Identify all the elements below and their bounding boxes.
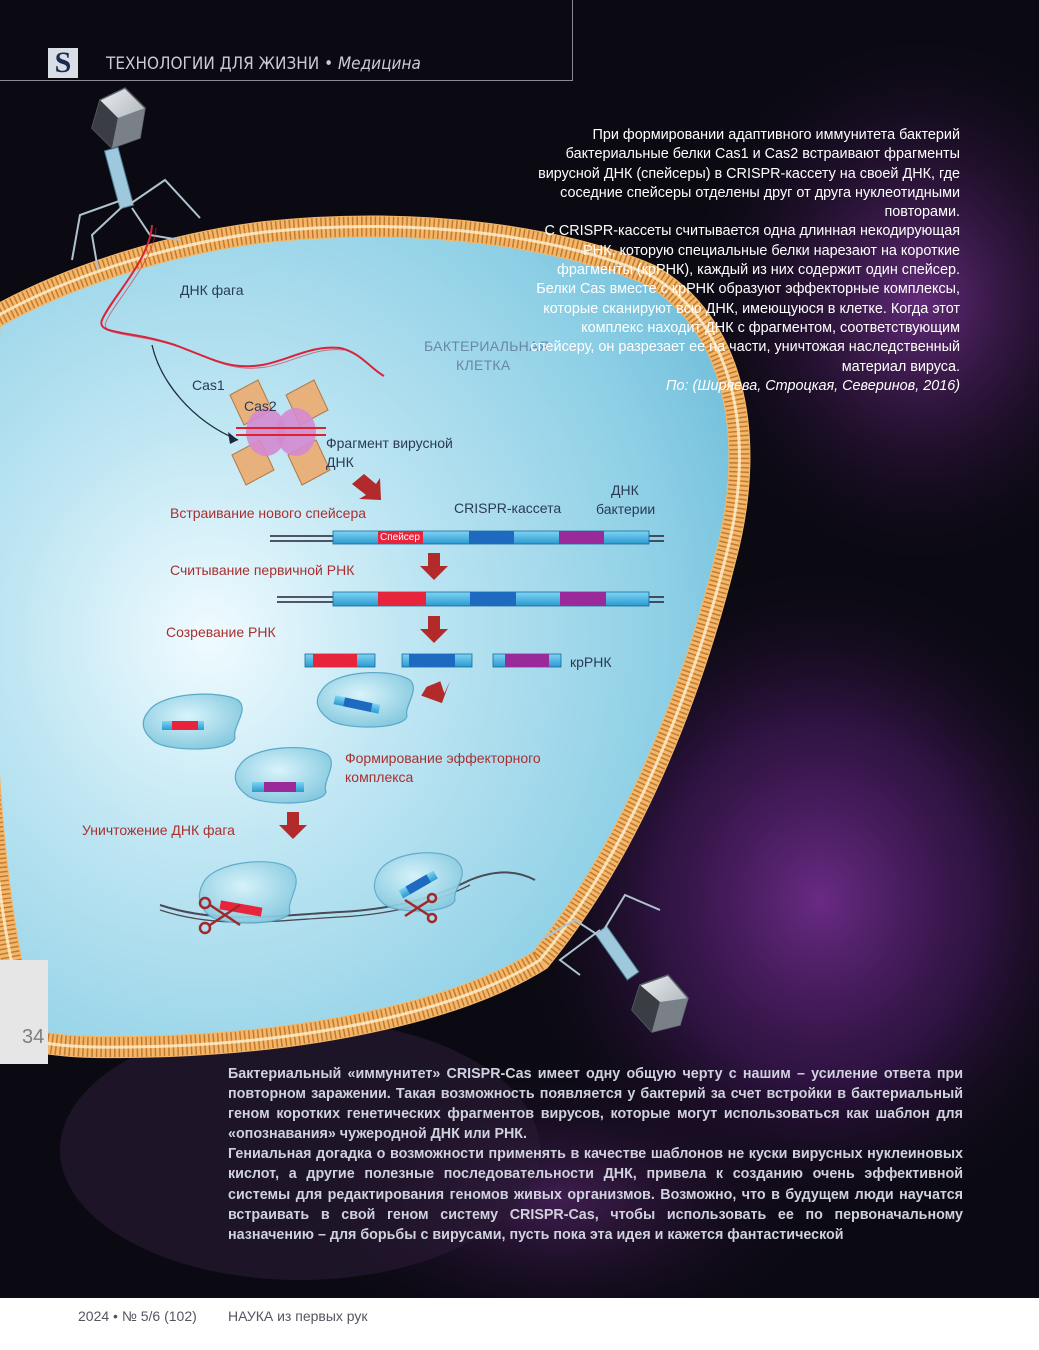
arrow-down-icon — [420, 616, 448, 643]
caption-paragraph: Белки Cas вместе с крРНК образуют эффект… — [530, 281, 960, 375]
primary-rna — [277, 591, 664, 607]
arrow-down-icon — [352, 474, 381, 500]
arrow-down-icon — [279, 812, 307, 839]
cas2-label: Cas2 — [244, 398, 277, 414]
bacteriophage-icon — [71, 87, 201, 271]
section-separator: • — [324, 54, 334, 74]
crispr-cassette-label: CRISPR-кассета — [454, 500, 562, 516]
bacterial-dna-label: ДНК — [611, 482, 639, 498]
effector-complex-icon — [234, 747, 332, 804]
spacer-label: Спейсер — [380, 532, 420, 543]
effector-complex-icon — [373, 852, 463, 912]
step-maturation-label: Созревание РНК — [166, 624, 276, 640]
crrna-label: крРНК — [570, 654, 612, 670]
fragment-label-2: ДНК — [326, 454, 354, 470]
effector-complex-icon — [142, 693, 243, 750]
body-text: Бактериальный «иммунитет» CRISPR-Cas име… — [228, 1064, 963, 1245]
caption-source: По: (Ширяева, Строцкая, Северинов, 2016) — [666, 377, 960, 394]
arrow-down-icon — [420, 553, 448, 580]
caption-paragraph: С CRISPR-кассеты считывается одна длинна… — [544, 223, 960, 279]
crispr-cassette-dna — [270, 530, 664, 545]
page-number: 34 — [22, 1026, 45, 1048]
footer-issue: 2024 • № 5/6 (102) — [78, 1308, 197, 1324]
bacterial-dna-label-2: бактерии — [596, 501, 656, 517]
footer — [0, 1298, 1039, 1350]
step-effector-label: Формирование эффекторного — [345, 750, 541, 766]
header — [0, 0, 573, 81]
arrow-down-icon — [421, 680, 451, 704]
section-title: ТЕХНОЛОГИИ ДЛЯ ЖИЗНИ • Медицина — [106, 54, 421, 74]
effector-complex-icon — [198, 861, 297, 924]
cell-label: БАКТЕРИАЛЬНАЯ — [424, 338, 550, 354]
body-paragraph: Гениальная догадка о возможности применя… — [228, 1146, 963, 1243]
effector-complex-icon — [316, 672, 414, 728]
step-destruction-label: Уничтожение ДНК фага — [82, 822, 235, 838]
scissors-icon — [198, 896, 241, 935]
crispr-diagram — [0, 0, 1039, 1298]
section-name: ТЕХНОЛОГИИ ДЛЯ ЖИЗНИ — [106, 54, 320, 74]
body-paragraph: Бактериальный «иммунитет» CRISPR-Cas име… — [228, 1066, 963, 1143]
caption-text: При формировании адаптивного иммунитета … — [520, 126, 960, 396]
footer-magazine: НАУКА из первых рук — [228, 1308, 368, 1324]
fragment-label: Фрагмент вирусной — [326, 435, 453, 451]
logo-icon: S — [48, 48, 78, 78]
caption-paragraph: При формировании адаптивного иммунитета … — [538, 127, 960, 221]
bacteriophage-icon — [539, 893, 689, 1033]
cas-protein-icon — [229, 379, 331, 486]
phage-dna-label: ДНК фага — [180, 282, 244, 298]
subsection-name: Медицина — [337, 54, 421, 74]
cas1-label: Cas1 — [192, 377, 225, 393]
scissors-icon — [404, 892, 438, 924]
step-insert-label: Встраивание нового спейсера — [170, 505, 367, 521]
crrna-fragments — [304, 653, 562, 668]
step-transcription-label: Считывание первичной РНК — [170, 562, 355, 578]
cell-label-2: КЛЕТКА — [456, 357, 511, 373]
step-effector-label-2: комплекса — [345, 769, 414, 785]
illustration: ДНК фага БАКТЕРИАЛЬНАЯ КЛЕТКА Cas1 Cas2 … — [0, 0, 1039, 1298]
page-number-tab — [0, 960, 48, 1064]
